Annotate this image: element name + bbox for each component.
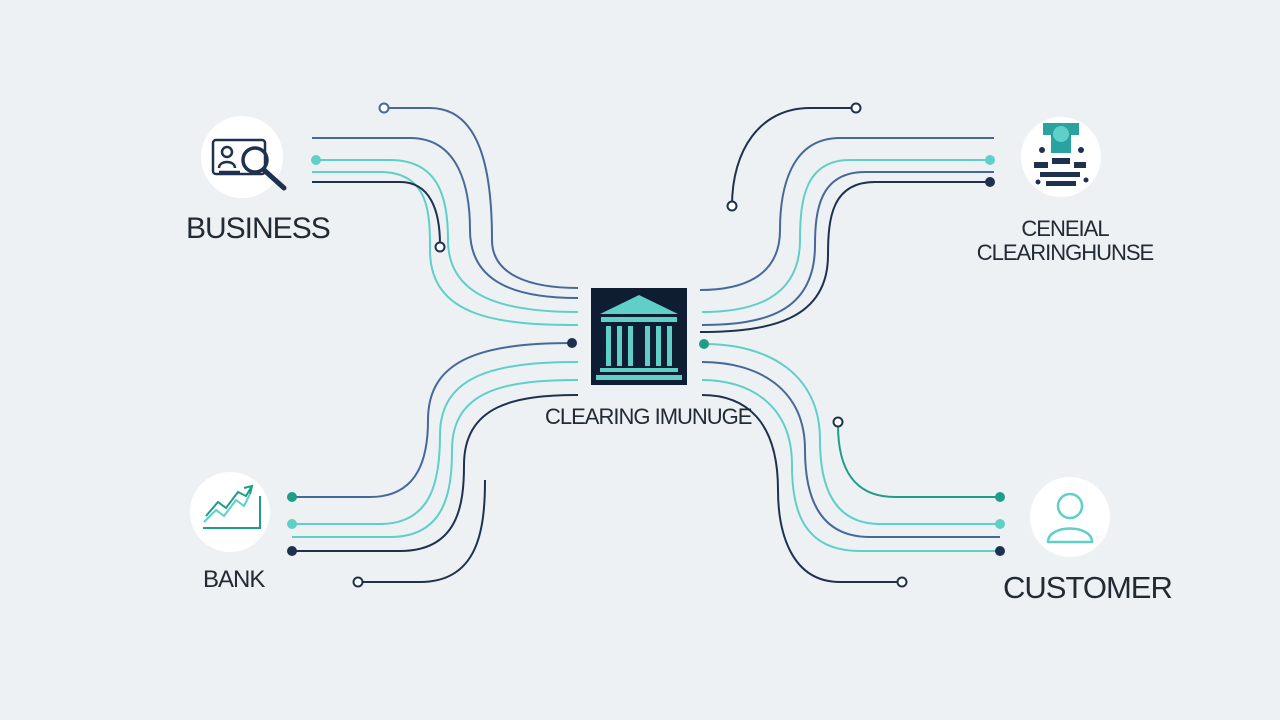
endpoint-dot: [832, 416, 844, 428]
globe-network-icon: [1034, 123, 1089, 186]
id-card-search-icon: [211, 138, 287, 191]
connector-bank-1: [292, 342, 573, 498]
connector-lines: [292, 107, 1000, 583]
business-label: BUSINESS: [186, 212, 331, 245]
endpoint-dot: [726, 200, 738, 212]
connector-customer-5: [701, 394, 902, 583]
connector-central-3: [701, 159, 990, 313]
endpoint-dot: [287, 519, 297, 529]
connector-central-2: [699, 137, 994, 291]
endpoint-dot: [995, 519, 1005, 529]
endpoint-dot: [352, 576, 364, 588]
endpoint-dot: [699, 339, 709, 349]
connector-bank-5: [358, 479, 486, 583]
central-node-icon: [1021, 117, 1101, 197]
growth-chart-icon: [203, 484, 261, 529]
hub-label: CLEARING IMUNUGE: [545, 404, 752, 429]
connector-customer-1: [837, 424, 1000, 498]
endpoint-dot: [985, 177, 995, 187]
central-label-line1: CENEIAL: [1021, 216, 1109, 241]
endpoint-dot: [311, 155, 321, 165]
endpoint-dot: [995, 546, 1005, 556]
business-node-icon: [201, 116, 287, 198]
endpoint-dot: [896, 576, 908, 588]
endpoint-dot: [985, 155, 995, 165]
bank-label: BANK: [203, 566, 265, 593]
endpoint-dot: [850, 102, 862, 114]
connector-business-5: [312, 181, 441, 246]
central-clearing-house-label: CENEIAL CLEARINGHUNSE: [976, 217, 1154, 265]
bank-node-icon: [190, 472, 270, 552]
endpoint-dot: [378, 102, 390, 114]
connector-business-1: [384, 107, 579, 289]
connector-endpoints: [287, 102, 1005, 588]
connector-business-3: [316, 159, 579, 313]
connector-central-4: [701, 171, 994, 326]
connector-customer-2: [703, 343, 1000, 525]
connector-central-5: [699, 181, 990, 333]
central-label-line2: CLEARINGHUNSE: [976, 240, 1154, 265]
endpoint-dot: [567, 338, 577, 348]
bank-building-icon: [596, 295, 682, 380]
connector-bank-3: [292, 379, 579, 538]
connector-customer-4: [701, 379, 1000, 552]
endpoint-dot: [287, 492, 297, 502]
icon-circle: [190, 472, 270, 552]
connector-bank-2: [292, 361, 579, 525]
user-icon: [1046, 492, 1094, 544]
connector-customer-3: [701, 361, 1000, 538]
customer-label: CUSTOMER: [1003, 570, 1173, 605]
connector-business-4: [312, 171, 579, 326]
endpoint-dot: [995, 492, 1005, 502]
connector-central-1: [731, 107, 856, 207]
endpoint-dot: [434, 241, 446, 253]
connector-business-2: [312, 137, 579, 299]
connector-bank-4: [292, 394, 579, 552]
customer-node-icon: [1030, 477, 1110, 557]
hub-node: [591, 288, 687, 385]
endpoint-dot: [287, 546, 297, 556]
